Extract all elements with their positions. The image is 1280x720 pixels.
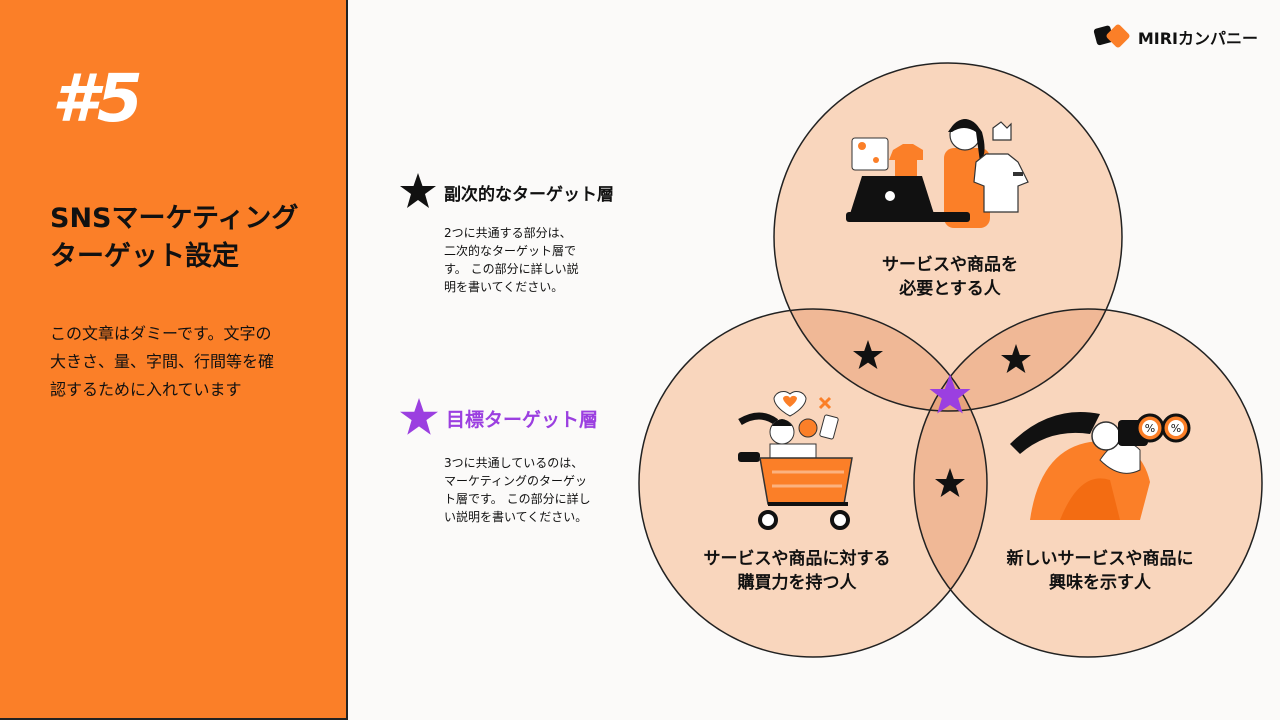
venn-left-label-line-2: 購買力を持つ人 — [738, 572, 858, 593]
legend-secondary-text: 2つに共通する部分は、 二次的なターゲット層で す。 この部分に詳しい説 明を書… — [444, 224, 614, 296]
star-left-right-overlap — [935, 468, 965, 497]
binoculars-icon: % % — [1010, 412, 1191, 520]
svg-text:%: % — [1145, 422, 1155, 435]
legend-primary-line-2: マーケティングのターゲッ — [444, 474, 588, 488]
slide-number: #5 — [52, 60, 143, 137]
legend-secondary-line-2: 二次的なターゲット層で — [444, 244, 577, 258]
online-shopper-icon — [846, 119, 1029, 228]
legend-primary-text: 3つに共通しているのは、 マーケティングのターゲッ ト層です。 この部分に詳し … — [444, 454, 614, 526]
legend-secondary-heading: 副次的なターゲット層 — [398, 172, 614, 212]
venn-right-label-line-2: 興味を示す人 — [1049, 572, 1152, 593]
legend-primary-heading: 目標ターゲット層 — [398, 397, 598, 439]
star-top-left-overlap — [853, 340, 883, 369]
overlap-top-right — [914, 309, 1122, 411]
slide-title: SNSマーケティング ターゲット設定 — [50, 200, 330, 276]
miri-logo-icon — [1093, 24, 1130, 48]
legend-secondary-line-4: 明を書いてください。 — [444, 280, 564, 294]
black-star-icon — [400, 173, 436, 208]
title-panel: #5 SNSマーケティング ターゲット設定 この文章はダミーです。文字の 大きさ… — [0, 0, 348, 720]
svg-text:%: % — [1171, 422, 1181, 435]
legend-primary-line-1: 3つに共通しているのは、 — [444, 456, 584, 470]
legend-primary-label: 目標ターゲット層 — [446, 408, 599, 431]
shopping-cart-icon — [738, 390, 853, 530]
star-center — [929, 374, 971, 414]
overlap-top-left — [774, 309, 987, 411]
legend-primary-line-3: ト層です。 この部分に詳し — [444, 492, 591, 506]
venn-top-label-line-2: 必要とする人 — [898, 278, 1001, 299]
slide-description-line-2: 大きさ、量、字間、行間等を確 — [50, 352, 275, 371]
slide-description: この文章はダミーです。文字の 大きさ、量、字間、行間等を確 認するために入れてい… — [50, 320, 320, 404]
venn-right-label-line-1: 新しいサービスや商品に — [1007, 548, 1194, 569]
legend-secondary-line-3: す。 この部分に詳しい説 — [444, 262, 579, 276]
slide-title-line-2: ターゲット設定 — [50, 241, 239, 272]
brand-name: MIRIカンパニー — [1137, 29, 1258, 48]
venn-left-label-line-1: サービスや商品に対する — [704, 548, 891, 569]
purple-star-icon — [400, 398, 438, 435]
slide-title-line-1: SNSマーケティング — [50, 203, 299, 234]
brand: MIRIカンパニー — [1092, 22, 1258, 52]
star-top-right-overlap — [1001, 344, 1031, 373]
slide-description-line-3: 認するために入れています — [50, 380, 242, 399]
slide-description-line-1: この文章はダミーです。文字の — [50, 324, 272, 343]
legend-primary-line-4: い説明を書いてください。 — [444, 510, 588, 524]
legend-secondary-label: 副次的なターゲット層 — [444, 184, 614, 205]
venn-top-label-line-1: サービスや商品を — [882, 254, 1018, 275]
legend-secondary-line-1: 2つに共通する部分は、 — [444, 226, 572, 240]
